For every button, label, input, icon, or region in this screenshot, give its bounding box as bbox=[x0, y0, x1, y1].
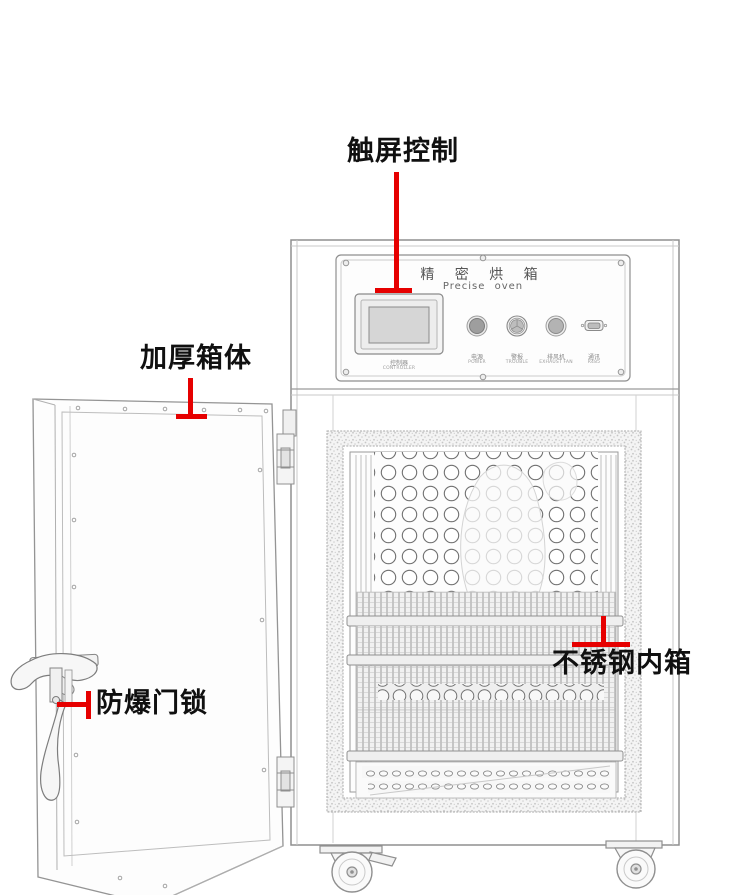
rs485-port-icon bbox=[580, 320, 608, 331]
sketch-artifact bbox=[542, 461, 578, 501]
wire-shelves bbox=[346, 591, 624, 799]
panel-title-cn: 精 密 烘 箱 bbox=[420, 267, 546, 283]
door-screws bbox=[71, 405, 269, 889]
annotation-inner-chamber: 不锈钢内箱 bbox=[552, 648, 692, 679]
power-indicator-light bbox=[466, 315, 488, 337]
sketch-artifact bbox=[460, 464, 546, 601]
oven-chamber bbox=[326, 430, 642, 813]
comm-label-en: R485 bbox=[587, 360, 601, 365]
leader-tick-door-lock bbox=[86, 691, 91, 719]
caster-wheel-left-icon bbox=[319, 845, 397, 893]
power-label-cn: 电源 bbox=[470, 354, 484, 361]
comm-label-cn: 通讯 bbox=[587, 354, 601, 361]
power-label-en: POWER bbox=[468, 360, 486, 365]
leader-tick-thick-cabinet bbox=[176, 414, 207, 419]
leader-line-touch-screen bbox=[394, 172, 399, 290]
annotation-touch-screen: 触屏控制 bbox=[347, 136, 459, 167]
leader-line-thick-cabinet bbox=[188, 378, 193, 416]
oven-door bbox=[10, 398, 297, 895]
door-hinge-bottom-icon bbox=[276, 756, 295, 808]
alarm-label-en: TROUBLE bbox=[505, 360, 529, 365]
panel-title-en: Precise oven bbox=[442, 281, 524, 292]
door-hinge-top-icon bbox=[276, 409, 297, 485]
leader-line-door-lock bbox=[57, 702, 88, 707]
controller-label-cn: 控制器 bbox=[389, 360, 409, 367]
alarm-label-cn: 警报 bbox=[510, 354, 524, 361]
panel-screws bbox=[342, 254, 625, 381]
leader-tick-touch-screen bbox=[375, 288, 412, 293]
exhaust-fan-indicator-light bbox=[545, 315, 567, 337]
alarm-buzzer-icon bbox=[506, 315, 528, 337]
caster-wheel-right-icon bbox=[605, 840, 663, 889]
door-lock-handle bbox=[10, 653, 99, 801]
controller-label-en: CONTROLLER bbox=[382, 366, 416, 371]
annotation-door-lock: 防爆门锁 bbox=[96, 688, 208, 719]
control-panel bbox=[335, 254, 631, 382]
touchscreen-display bbox=[354, 293, 444, 355]
leader-tick-inner-chamber bbox=[572, 642, 630, 647]
annotation-thick-cabinet: 加厚箱体 bbox=[140, 343, 252, 374]
exhaust-label-en: EXHAUST FAN bbox=[539, 360, 573, 365]
exhaust-label-cn: 排风机 bbox=[546, 354, 566, 361]
leader-line-inner-chamber bbox=[601, 616, 606, 644]
